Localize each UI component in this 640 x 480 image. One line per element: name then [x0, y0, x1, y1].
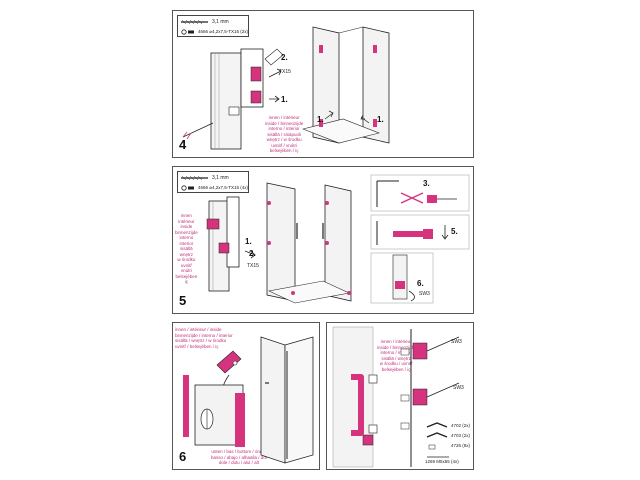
step-5-drawing: [206, 174, 470, 304]
drill-bit-icon: [181, 175, 208, 191]
tool-spec-box: 3,1 mm 4666 ⌀4,2x7,5-TX15 (4x): [177, 171, 249, 193]
callout-1-right: 1.: [377, 115, 384, 124]
top-note: innen / intérieur / inside binnenzijde /…: [175, 327, 233, 349]
callout-1: 1.: [281, 95, 288, 104]
screw-spec: 4666 ⌀4,2x7,5-TX15 (4x): [198, 185, 248, 190]
screw-spec: 4666 ⌀4,2x7,5-TX15 (2x): [198, 29, 248, 34]
step-number: 5: [179, 293, 187, 308]
step-7-panel: 7 innen / intérieur inside / binnenzijde…: [326, 322, 474, 470]
step-7-drawing: [332, 326, 460, 468]
part-4726: 4726 (8x): [451, 443, 471, 448]
callout-3: 3.: [423, 179, 430, 188]
bottom-note: unten / bas / bottom / onder basso / aba…: [211, 449, 267, 465]
step-5-panel: 5 3,1 mm 4666 ⌀4,2x7,5-TX15 (4x): [172, 166, 474, 314]
callout-6: 6.: [417, 279, 424, 288]
multilingual-note: innen / intérieur inside / binnenzijde i…: [265, 115, 304, 153]
drill-bit-icon: [181, 19, 208, 35]
step-6-drawing: [183, 336, 314, 464]
step-4-drawing: [182, 26, 390, 150]
torx-label: TX15: [279, 69, 291, 75]
callout-5: 5.: [451, 227, 458, 236]
sw-label-top: SW3: [451, 339, 462, 345]
sw-label-bottom: SW3: [453, 385, 464, 391]
part-4703: 4703 (2x): [451, 433, 471, 438]
step-6-panel: 6 innen / intérieur / inside binnenzijde…: [172, 322, 320, 470]
tool-spec-box: 3,1 mm 4666 ⌀4,2x7,5-TX15 (2x): [177, 15, 249, 37]
sw-label: SW3: [419, 291, 430, 297]
callout-1: 1.: [245, 237, 252, 246]
part-4702: 4702 (2x): [451, 423, 471, 428]
step-4-panel: 4 3,1 mm 4666 ⌀4,2x7,5-TX15 (2x): [172, 10, 474, 158]
drill-size: 3,1 mm: [212, 19, 229, 25]
drill-size: 3,1 mm: [212, 175, 229, 181]
step-number: 4: [179, 137, 187, 152]
multilingual-note: innen intérieur inside binnenzijde inter…: [175, 213, 198, 284]
part-1269: 1269 M5x55 (4x): [425, 459, 459, 464]
callout-2: 2.: [249, 249, 256, 258]
callout-1-left: 1.: [317, 115, 324, 124]
torx-label: TX15: [247, 263, 259, 269]
callout-2: 2.: [281, 53, 288, 62]
step-number: 6: [179, 449, 187, 464]
